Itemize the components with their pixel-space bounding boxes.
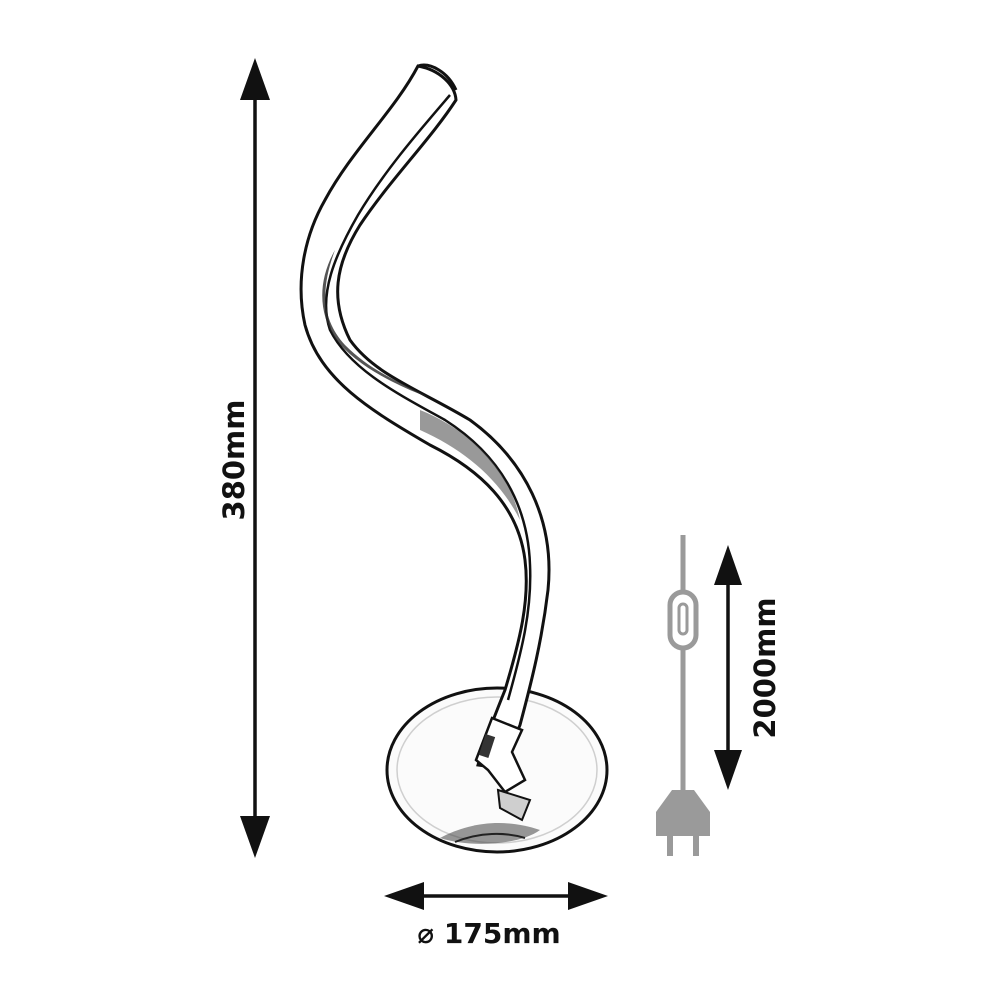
cable-arrow-top-icon xyxy=(714,545,742,585)
lamp-base-reflection-2 xyxy=(454,832,526,843)
height-dimension: 380mm xyxy=(217,58,270,858)
spiral-led-table-lamp-icon xyxy=(299,63,551,822)
cable-arrow-bottom-icon xyxy=(714,750,742,790)
base-arrow-left-icon xyxy=(384,882,424,910)
height-arrow-top-icon xyxy=(240,58,270,100)
power-cable xyxy=(656,535,710,856)
base-arrow-right-icon xyxy=(568,882,608,910)
lamp-stem-slot xyxy=(478,733,496,759)
power-plug-icon xyxy=(656,790,710,856)
lamp-stem-connector-detail xyxy=(496,788,532,822)
cable-length-dimension: 2000mm xyxy=(714,545,782,790)
base-diameter-label: ⌀ 175mm xyxy=(417,917,560,950)
cable-length-label: 2000mm xyxy=(748,597,782,738)
height-label: 380mm xyxy=(217,400,251,521)
lamp-ribbon-inner-face xyxy=(324,94,532,701)
height-arrow-bottom-icon xyxy=(240,816,270,858)
lamp-ribbon-twist-shade-2 xyxy=(420,410,520,520)
base-diameter-dimension: ⌀ 175mm xyxy=(384,882,608,950)
inline-switch-icon xyxy=(667,589,699,651)
lamp-ribbon-top-cap xyxy=(417,63,458,91)
